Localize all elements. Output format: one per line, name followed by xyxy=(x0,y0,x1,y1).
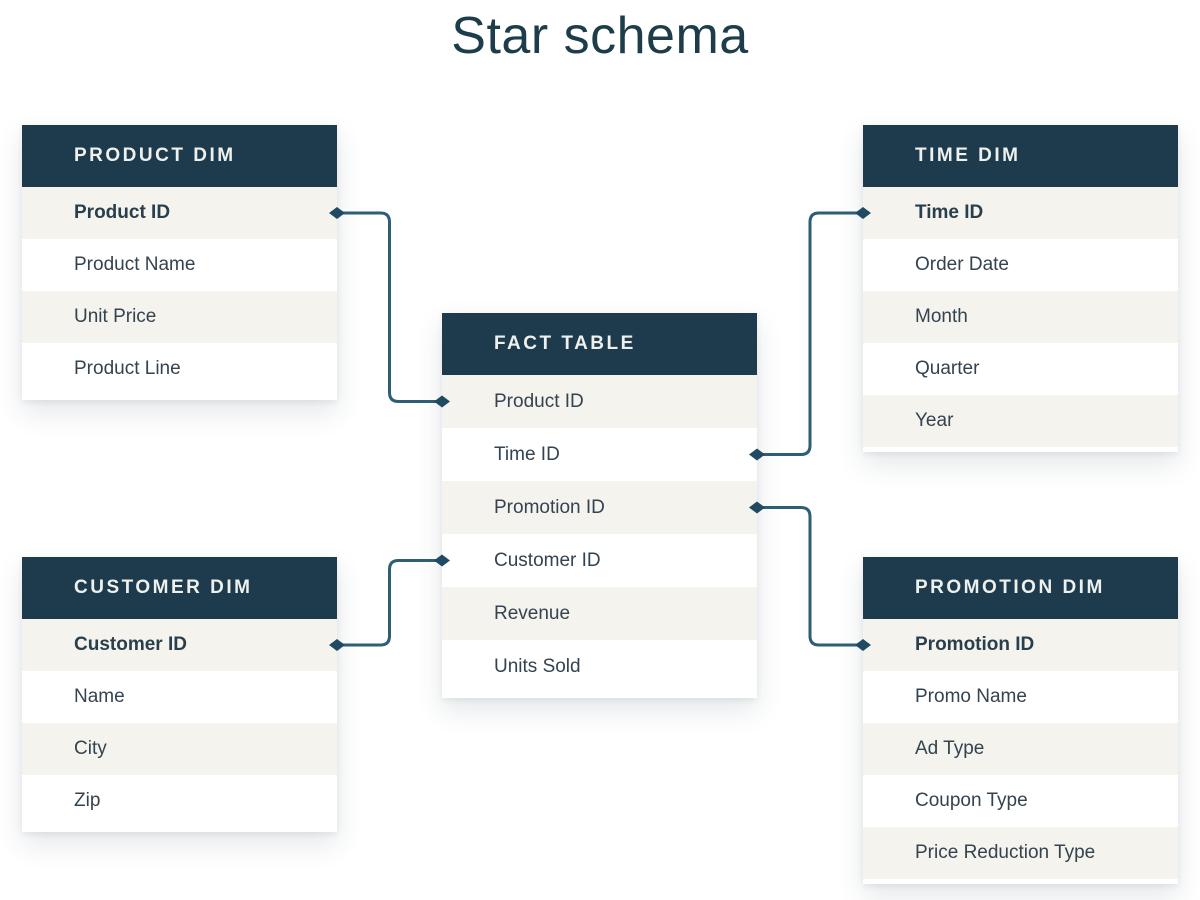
field-row-product-id: Product ID xyxy=(22,187,337,239)
field-label: Promotion ID xyxy=(915,634,1035,655)
page-title: Star schema xyxy=(451,7,749,65)
field-row-month: Month xyxy=(863,291,1178,343)
field-row-city: City xyxy=(22,723,337,775)
table-title: FACT TABLE xyxy=(494,333,636,354)
field-row-price-reduction-type: Price Reduction Type xyxy=(863,827,1178,879)
field-row-year: Year xyxy=(863,395,1178,447)
field-row-product-line: Product Line xyxy=(22,343,337,395)
field-label: Quarter xyxy=(915,358,980,379)
field-row-unit-price: Unit Price xyxy=(22,291,337,343)
field-row-time-id: Time ID xyxy=(442,428,757,481)
field-row-name: Name xyxy=(22,671,337,723)
relationship-line-customer_dim-to-fact xyxy=(337,559,442,647)
field-label: Order Date xyxy=(915,254,1009,275)
field-row-quarter: Quarter xyxy=(863,343,1178,395)
field-label: Name xyxy=(74,686,125,707)
field-label: Price Reduction Type xyxy=(915,842,1096,863)
relationship-line-time_dim-to-fact xyxy=(757,211,863,456)
table-header: CUSTOMER DIM xyxy=(22,557,337,619)
field-label: Product Name xyxy=(74,254,196,275)
field-row-ad-type: Ad Type xyxy=(863,723,1178,775)
field-label: Ad Type xyxy=(915,738,985,759)
field-label: Unit Price xyxy=(74,306,157,327)
table-title: PRODUCT DIM xyxy=(74,145,236,166)
field-label: Time ID xyxy=(494,443,560,465)
field-row-units-sold: Units Sold xyxy=(442,640,757,693)
field-row-coupon-type: Coupon Type xyxy=(863,775,1178,827)
field-label: Coupon Type xyxy=(915,790,1028,811)
field-label: Revenue xyxy=(494,602,571,624)
table-promotion-dim: PROMOTION DIM Promotion ID Promo Name Ad T… xyxy=(863,557,1178,884)
field-row-product-id: Product ID xyxy=(442,375,757,428)
field-row-time-id: Time ID xyxy=(863,187,1178,239)
field-row-product-name: Product Name xyxy=(22,239,337,291)
table-title: CUSTOMER DIM xyxy=(74,577,253,598)
field-row-promotion-id: Promotion ID xyxy=(863,619,1178,671)
field-label: Promo Name xyxy=(915,686,1027,707)
field-row-revenue: Revenue xyxy=(442,587,757,640)
field-label: Promotion ID xyxy=(494,496,605,518)
table-body: Product ID Time ID Promotion ID Customer ID… xyxy=(442,375,757,693)
field-row-promo-name: Promo Name xyxy=(863,671,1178,723)
field-label: City xyxy=(74,738,107,759)
relationship-line-product_dim-to-fact xyxy=(337,211,442,403)
field-label: Units Sold xyxy=(494,655,581,677)
field-row-promotion-id: Promotion ID xyxy=(442,481,757,534)
table-title: TIME DIM xyxy=(915,145,1021,166)
field-label: Zip xyxy=(74,790,101,811)
field-row-customer-id: Customer ID xyxy=(22,619,337,671)
field-label: Product Line xyxy=(74,358,181,379)
field-label: Month xyxy=(915,306,968,327)
field-row-order-date: Order Date xyxy=(863,239,1178,291)
table-header: TIME DIM xyxy=(863,125,1178,187)
field-row-customer-id: Customer ID xyxy=(442,534,757,587)
table-header: PRODUCT DIM xyxy=(22,125,337,187)
table-title: PROMOTION DIM xyxy=(915,577,1105,598)
table-header: PROMOTION DIM xyxy=(863,557,1178,619)
field-label: Time ID xyxy=(915,202,984,223)
relationship-line-promotion_dim-to-fact xyxy=(757,506,863,647)
table-fact: FACT TABLE Product ID Time ID Promotion ID… xyxy=(442,313,757,698)
field-row-zip: Zip xyxy=(22,775,337,827)
field-label: Customer ID xyxy=(74,634,187,655)
field-label: Year xyxy=(915,410,954,431)
field-label: Product ID xyxy=(74,202,171,223)
table-header: FACT TABLE xyxy=(442,313,757,375)
field-label: Customer ID xyxy=(494,549,601,571)
field-label: Product ID xyxy=(494,390,584,412)
